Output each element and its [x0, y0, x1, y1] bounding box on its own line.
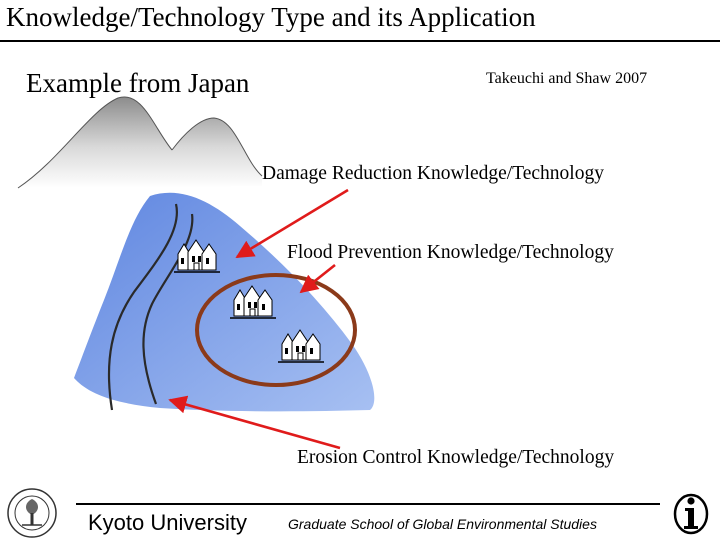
- river-valley: [74, 192, 375, 412]
- university-seal-icon: [7, 488, 57, 538]
- page-title: Knowledge/Technology Type and its Applic…: [6, 2, 536, 32]
- information-icon: [673, 493, 709, 535]
- subtitle: Example from Japan: [26, 68, 250, 98]
- flood-protection-ring: [195, 273, 357, 387]
- label-erosion-control: Erosion Control Knowledge/Technology: [297, 447, 615, 468]
- arrow-flood-prevention: [299, 263, 336, 294]
- arrow-damage-reduction: [235, 188, 349, 259]
- title-divider: [0, 40, 720, 42]
- citation: Takeuchi and Shaw 2007: [486, 70, 648, 87]
- label-flood-prevention: Flood Prevention Knowledge/Technology: [287, 242, 614, 263]
- footer-divider: [76, 503, 660, 505]
- label-damage-reduction: Damage Reduction Knowledge/Technology: [262, 163, 604, 184]
- mountains: [17, 96, 263, 189]
- university-name: Kyoto University: [88, 510, 247, 535]
- school-name: Graduate School of Global Environmental …: [288, 516, 597, 532]
- arrow-erosion-control: [168, 395, 341, 450]
